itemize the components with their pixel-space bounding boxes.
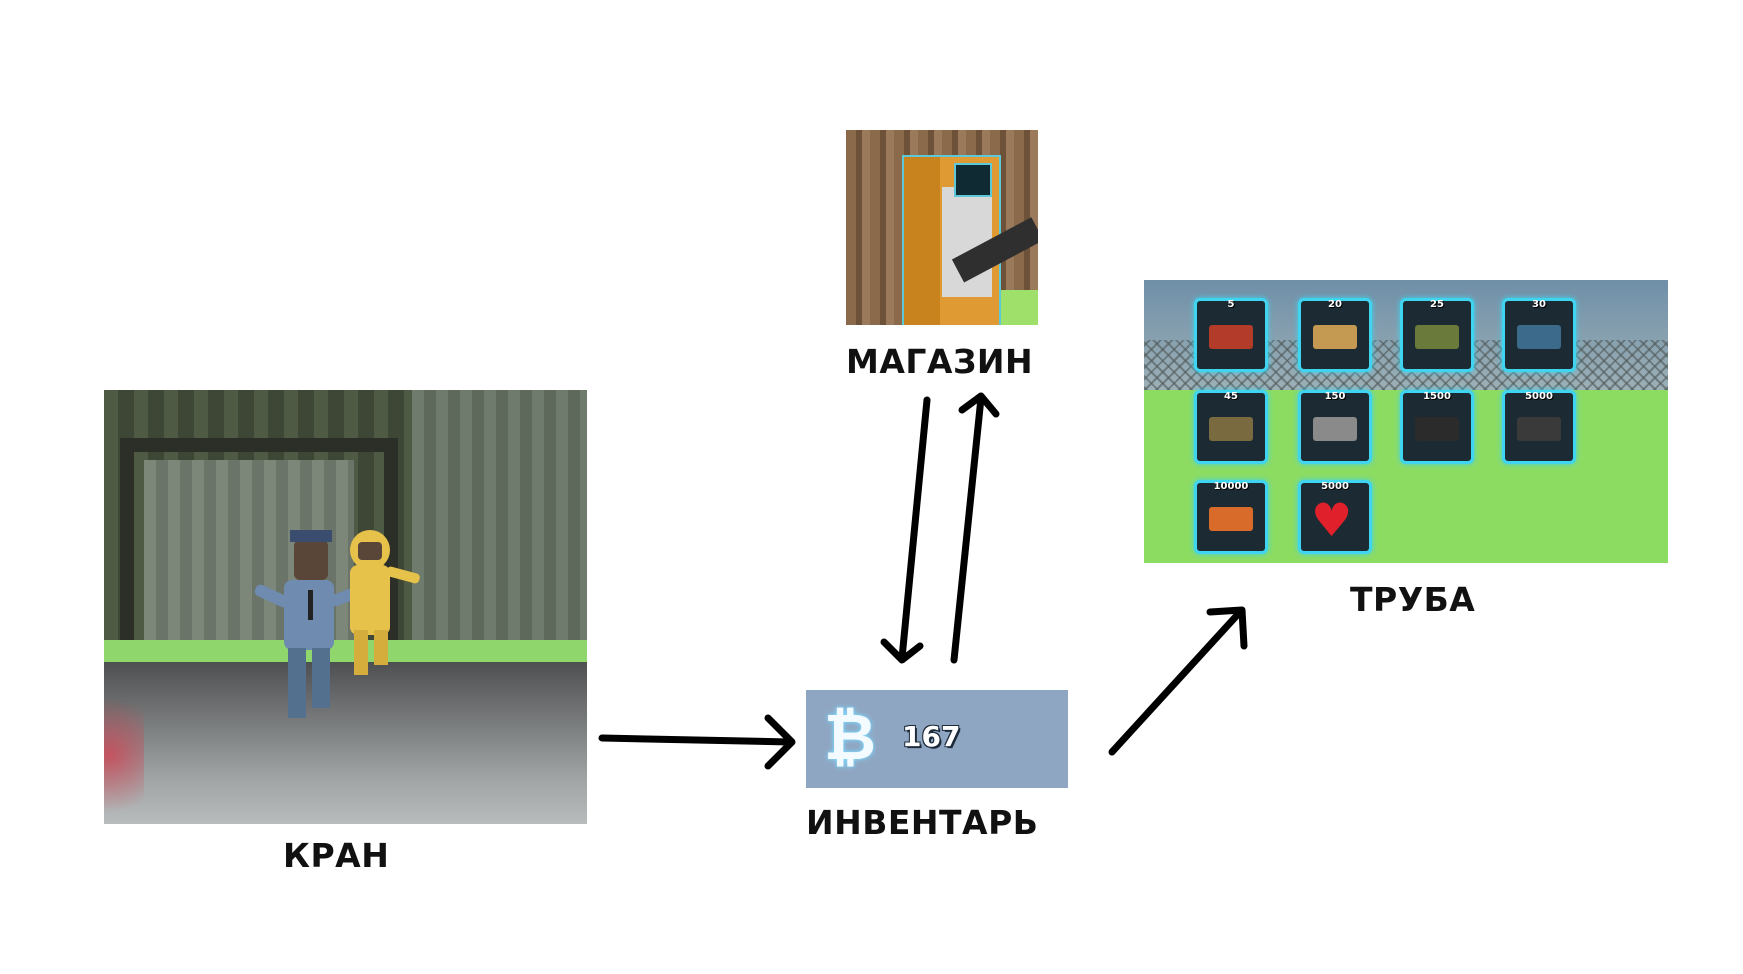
shop-slot[interactable]: 25 xyxy=(1400,298,1474,372)
arrow-kran-to-inventory xyxy=(598,714,796,770)
shop-slot[interactable]: 1500 xyxy=(1400,390,1474,464)
hazmat-character xyxy=(350,530,420,675)
pipe-shop-grid-image: 5 20 25 30 45 150 1500 5000 10000 5000 ♥ xyxy=(1144,280,1668,563)
shop-slot[interactable]: 10000 xyxy=(1194,480,1268,554)
machine-screen xyxy=(954,163,992,197)
shop-slot[interactable]: 5000 xyxy=(1502,390,1576,464)
pipe-label: ТРУБА xyxy=(1350,580,1476,619)
shed-wall-right xyxy=(412,390,587,650)
ammo-box-icon xyxy=(1313,325,1357,349)
kran-scene-image xyxy=(104,390,587,824)
ammo-box-icon xyxy=(1415,325,1459,349)
inventory-label: ИНВЕНТАРЬ xyxy=(806,803,1039,842)
rifle-icon xyxy=(1517,417,1561,441)
arrow-shop-to-inventory xyxy=(880,396,931,664)
shop-slot[interactable]: 20 xyxy=(1298,298,1372,372)
police-character xyxy=(254,530,364,718)
shop-scene-image xyxy=(846,130,1038,325)
ammo-box-icon xyxy=(1517,325,1561,349)
ammo-box-icon xyxy=(1209,417,1253,441)
arrow-inventory-to-shop xyxy=(950,392,1000,664)
ammo-icon xyxy=(1209,325,1253,349)
coin-count: 167 xyxy=(902,720,961,753)
shop-slot[interactable]: 5 xyxy=(1194,298,1268,372)
shop-label: МАГАЗИН xyxy=(846,342,1034,381)
shop-slot[interactable]: 150 xyxy=(1298,390,1372,464)
bitcoin-icon: ₿ xyxy=(823,701,877,775)
grass-strip xyxy=(104,640,587,666)
floor xyxy=(104,662,587,824)
heart-health-icon: ♥ xyxy=(1311,493,1353,547)
shop-slot[interactable]: 30 xyxy=(1502,298,1576,372)
inventory-bar: ₿ 167 xyxy=(806,690,1068,788)
characters xyxy=(254,530,420,718)
shop-slot[interactable]: 45 xyxy=(1194,390,1268,464)
arrow-inventory-to-pipe xyxy=(1108,606,1248,756)
vending-machine xyxy=(902,155,1001,325)
pistol-icon xyxy=(1313,417,1357,441)
kran-label: КРАН xyxy=(283,836,390,875)
shop-slot[interactable]: 5000 ♥ xyxy=(1298,480,1372,554)
rifle-icon xyxy=(1415,417,1459,441)
chainsaw-icon xyxy=(1209,507,1253,531)
red-glow xyxy=(104,680,144,824)
